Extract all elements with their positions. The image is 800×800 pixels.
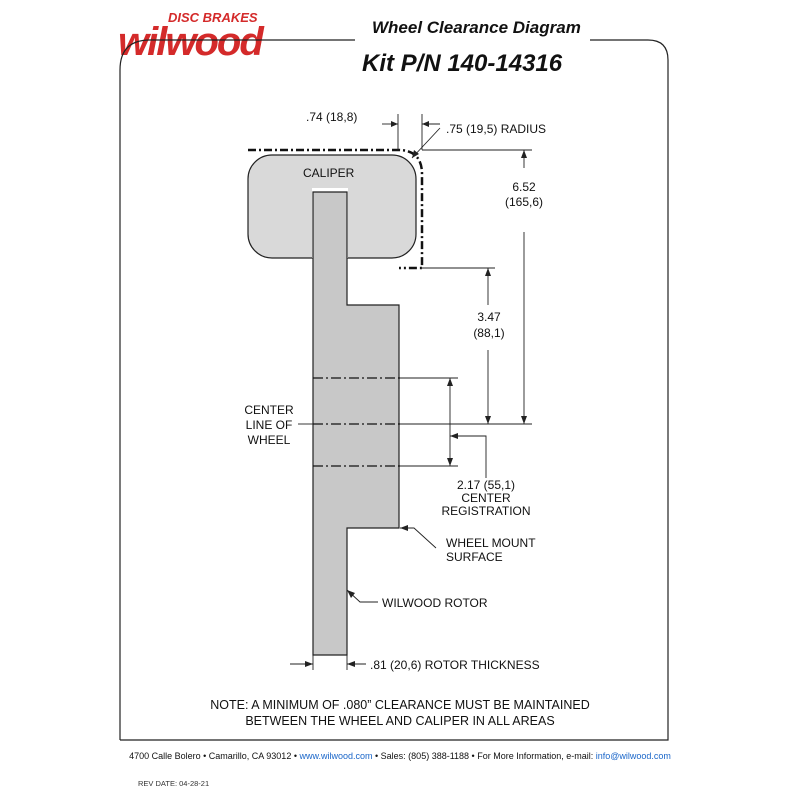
centerline-label-2: LINE OF	[245, 418, 293, 432]
page-frame	[119, 39, 669, 741]
top-offset-label: .74 (18,8)	[306, 110, 358, 124]
clearance-envelope	[248, 148, 424, 270]
mid-inch-label: 3.47	[477, 310, 501, 324]
diagram-title: Wheel Clearance Diagram	[372, 18, 581, 37]
email-link[interactable]: info@wilwood.com	[595, 751, 671, 761]
website-link[interactable]: www.wilwood.com	[299, 751, 373, 761]
note-line-2: BETWEEN THE WHEEL AND CALIPER IN ALL ARE…	[245, 714, 555, 728]
footer-address: 4700 Calle Bolero • Camarillo, CA 93012 …	[129, 751, 300, 761]
wheel-mount-label-2: SURFACE	[446, 550, 503, 564]
rotor-label: WILWOOD ROTOR	[382, 596, 488, 610]
brand-logo: wilwood	[118, 20, 264, 64]
height-mm-label: (165,6)	[504, 195, 544, 209]
brand-tagline: DISC BRAKES	[168, 10, 258, 25]
centerline-label-1: CENTER	[244, 403, 294, 417]
centerline-label-3: WHEEL	[247, 433, 291, 447]
footer: 4700 Calle Bolero • Camarillo, CA 93012 …	[0, 751, 800, 761]
note-line-1: NOTE: A MINIMUM OF .080” CLEARANCE MUST …	[210, 698, 590, 712]
wheel-mount-label-1: WHEEL MOUNT	[446, 536, 536, 550]
radius-label: .75 (19,5) RADIUS	[446, 122, 547, 136]
registration-label-3: REGISTRATION	[441, 504, 531, 518]
revision-date: REV DATE: 04-28-21	[138, 779, 210, 788]
registration-label-1: 2.17 (55,1)	[456, 478, 516, 492]
rotor-thickness-label: .81 (20,6) ROTOR THICKNESS	[370, 658, 540, 672]
mid-mm-label: (88,1)	[473, 326, 505, 340]
footer-sales: • Sales: (805) 388-1188 • For More Infor…	[372, 751, 596, 761]
registration-label-2: CENTER	[461, 491, 511, 505]
height-inch-label: 6.52	[512, 180, 536, 194]
kit-part-number: Kit P/N 140-14316	[362, 50, 563, 77]
clearance-note: NOTE: A MINIMUM OF .080” CLEARANCE MUST …	[0, 697, 800, 729]
caliper-label: CALIPER	[303, 166, 355, 180]
